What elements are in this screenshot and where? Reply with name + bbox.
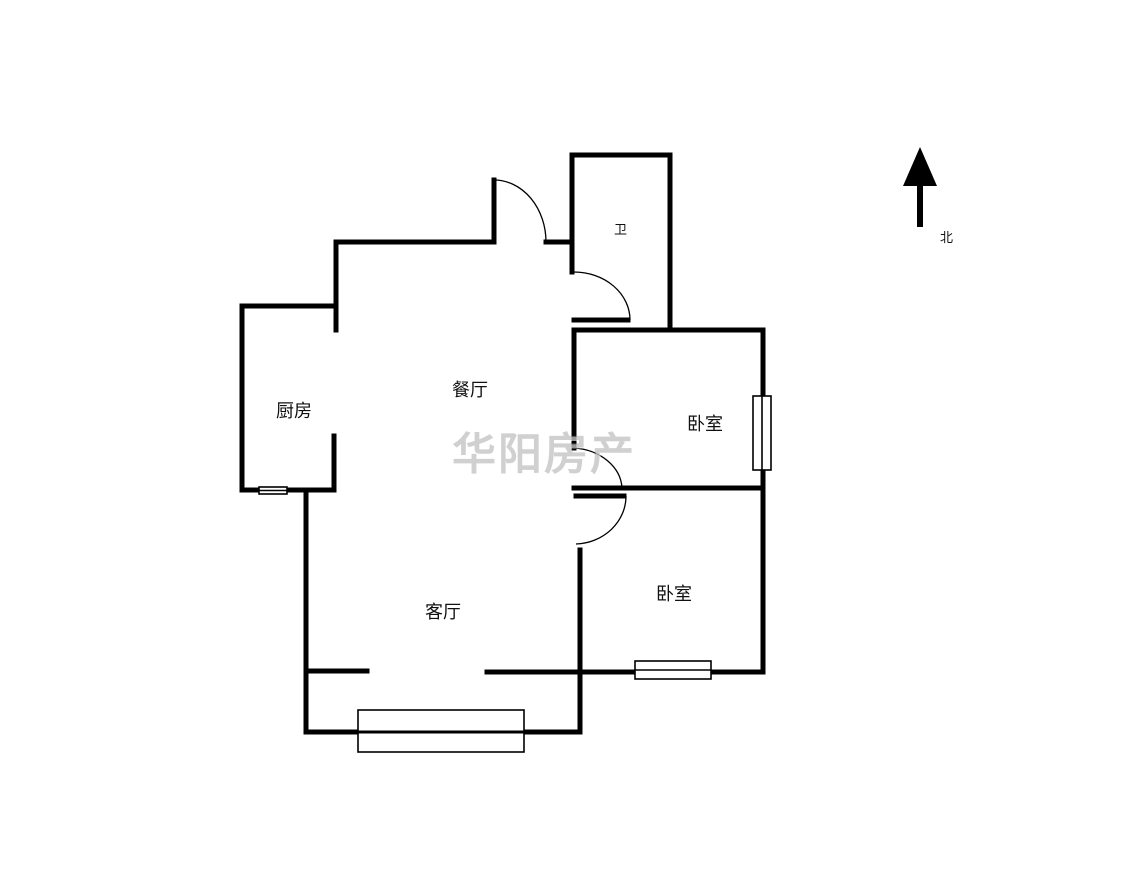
door-entrance — [493, 179, 547, 243]
room-label-bathroom: 卫 — [614, 223, 628, 238]
room-label-living: 客厅 — [425, 602, 461, 623]
watermark: 华阳房产 — [452, 429, 636, 480]
room-label-dining: 餐厅 — [452, 380, 488, 401]
compass-label: 北 — [940, 231, 954, 246]
window-bedroom-south — [634, 660, 712, 680]
window-kitchen — [258, 486, 288, 495]
wall-kitchen — [239, 303, 339, 493]
wall-bathroom — [569, 152, 673, 331]
door-bathroom — [573, 271, 631, 321]
room-label-bedroom-south: 卧室 — [656, 584, 692, 605]
wall-north-dining — [333, 177, 497, 333]
window-bedroom-north — [752, 395, 772, 471]
room-label-kitchen: 厨房 — [276, 401, 312, 422]
wall-bedroom-north — [571, 327, 766, 675]
window-living — [357, 709, 525, 753]
door-bedroom-south — [575, 495, 627, 545]
north-arrow-icon — [903, 147, 937, 227]
room-label-bedroom-north: 卧室 — [687, 414, 723, 435]
door-bedroom-north — [573, 447, 623, 489]
